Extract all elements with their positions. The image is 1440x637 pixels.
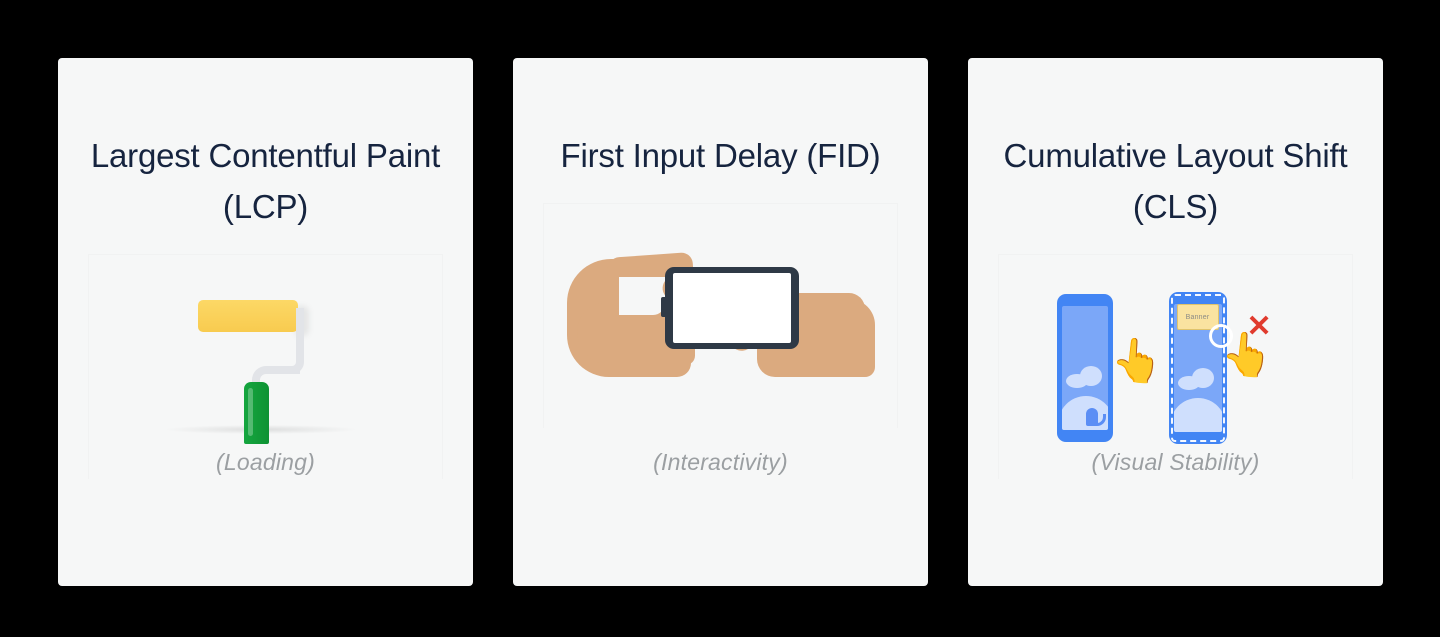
hands-phone-icon bbox=[561, 241, 881, 391]
card-fid-figure bbox=[543, 203, 898, 428]
cat-shape bbox=[1085, 408, 1098, 426]
paint-roller-head bbox=[197, 300, 298, 332]
paint-roller-arm-lower bbox=[251, 366, 300, 390]
phone-screen bbox=[672, 273, 791, 343]
card-cls-figure: Banner 👆 👆 ✕ bbox=[998, 254, 1353, 479]
cat-tail-shape bbox=[1095, 414, 1106, 426]
card-cls-caption: (Visual Stability) bbox=[1091, 449, 1260, 475]
pointing-hand-icon: 👆 bbox=[1108, 334, 1166, 387]
cloud-shape bbox=[1191, 368, 1214, 388]
card-lcp-caption: (Loading) bbox=[216, 449, 315, 475]
phone-side-button bbox=[660, 297, 667, 317]
paint-roller-arm-upper bbox=[291, 308, 304, 374]
phone-before-screen bbox=[1061, 306, 1108, 430]
metrics-card-row: Largest Contentful Paint (LCP) (Loading)… bbox=[58, 58, 1383, 586]
layout-shift-icon: Banner 👆 👆 ✕ bbox=[1051, 282, 1301, 452]
left-hand-notch bbox=[618, 277, 665, 315]
phone-before-icon bbox=[1056, 294, 1113, 442]
card-fid-title: First Input Delay (FID) bbox=[560, 137, 881, 174]
cloud-shape bbox=[1079, 366, 1102, 386]
error-cross-icon: ✕ bbox=[1246, 310, 1272, 343]
card-lcp-title: Largest Contentful Paint (LCP) bbox=[90, 137, 441, 225]
banner-box: Banner bbox=[1176, 304, 1219, 330]
hill-shape bbox=[1173, 398, 1222, 432]
phone-before-artwork bbox=[1061, 364, 1108, 430]
card-cls[interactable]: Cumulative Layout Shift (CLS) bbox=[968, 58, 1383, 586]
card-cls-title: Cumulative Layout Shift (CLS) bbox=[1003, 137, 1348, 225]
phone-after-artwork bbox=[1173, 366, 1222, 432]
card-lcp[interactable]: Largest Contentful Paint (LCP) (Loading) bbox=[58, 58, 473, 586]
card-lcp-figure bbox=[88, 254, 443, 479]
banner-label: Banner bbox=[1185, 313, 1210, 321]
paint-roller-handle bbox=[243, 382, 269, 444]
paint-roller-handle-highlight bbox=[247, 388, 253, 436]
phone-icon bbox=[660, 267, 799, 349]
paint-roller-icon bbox=[156, 282, 376, 452]
click-target-ring bbox=[1208, 324, 1233, 348]
card-fid-caption: (Interactivity) bbox=[653, 449, 788, 475]
card-fid[interactable]: First Input Delay (FID) (Interact bbox=[513, 58, 928, 586]
layout-shift-dashed-outline bbox=[1170, 294, 1225, 442]
